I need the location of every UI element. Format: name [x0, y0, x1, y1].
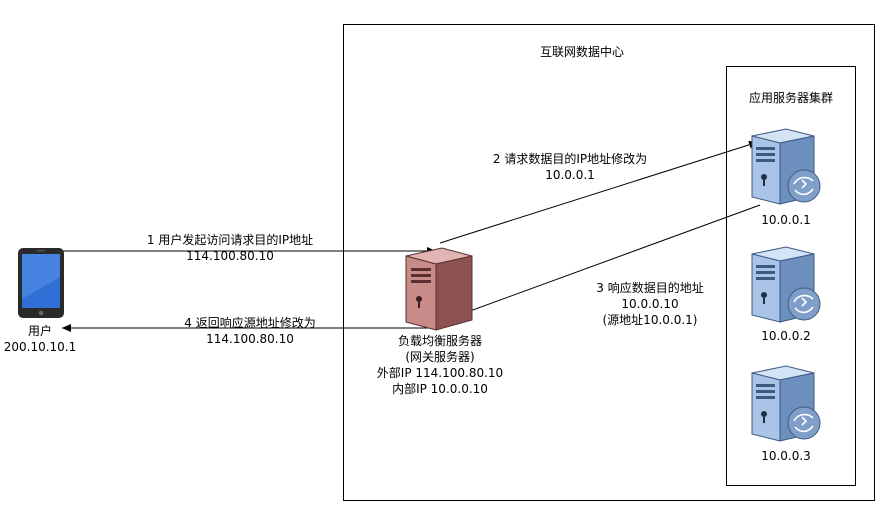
app-server-1-icon: [751, 128, 821, 205]
lb-role: (网关服务器): [405, 350, 475, 364]
load-balancer-server-icon: [405, 247, 473, 331]
app-server-1-ip: 10.0.0.1: [761, 213, 811, 227]
cluster-box: [726, 66, 856, 486]
lb-internal-ip: 内部IP 10.0.0.10: [392, 382, 488, 396]
cluster-title: 应用服务器集群: [748, 91, 833, 105]
flow-3-title: 3 响应数据目的地址: [596, 281, 704, 295]
flow-4-title: 4 返回响应源地址修改为: [184, 316, 316, 330]
flow-3-detail: 10.0.0.10: [621, 297, 679, 311]
lb-external-ip: 外部IP 114.100.80.10: [376, 366, 504, 380]
datacenter-box: [343, 24, 875, 501]
flow-2-detail: 10.0.0.1: [545, 168, 595, 182]
flow-3-label: 3 响应数据目的地址 10.0.0.10 (源地址10.0.0.1): [575, 280, 725, 328]
flow-4-label: 4 返回响应源地址修改为 114.100.80.10: [140, 315, 360, 347]
flow-1-title: 1 用户发起访问请求目的IP地址: [146, 233, 314, 247]
app-server-2-icon: [751, 246, 821, 323]
app-server-3-ip: 10.0.0.3: [761, 449, 811, 463]
user-ip: 200.10.10.1: [3, 340, 77, 354]
arrow-lb-to-server: [439, 140, 759, 244]
user-label: 用户: [27, 324, 52, 338]
flow-2-label: 2 请求数据目的IP地址修改为 10.0.0.1: [460, 151, 680, 183]
tablet-icon: [18, 248, 64, 318]
user-label-block: 用户 200.10.10.1: [0, 323, 80, 355]
arrow-server-to-lb: [439, 204, 761, 323]
datacenter-title: 互联网数据中心: [539, 45, 624, 59]
flow-1-detail: 114.100.80.10: [186, 249, 274, 263]
load-balancer-label: 负载均衡服务器 (网关服务器) 外部IP 114.100.80.10 内部IP …: [350, 333, 530, 397]
flow-1-label: 1 用户发起访问请求目的IP地址 114.100.80.10: [110, 232, 350, 264]
flow-2-title: 2 请求数据目的IP地址修改为: [492, 152, 648, 166]
flow-3-note: (源地址10.0.0.1): [602, 313, 698, 327]
app-server-3-icon: [751, 365, 821, 442]
app-server-2-ip: 10.0.0.2: [761, 329, 811, 343]
flow-4-detail: 114.100.80.10: [206, 332, 294, 346]
lb-name: 负载均衡服务器: [397, 334, 482, 348]
